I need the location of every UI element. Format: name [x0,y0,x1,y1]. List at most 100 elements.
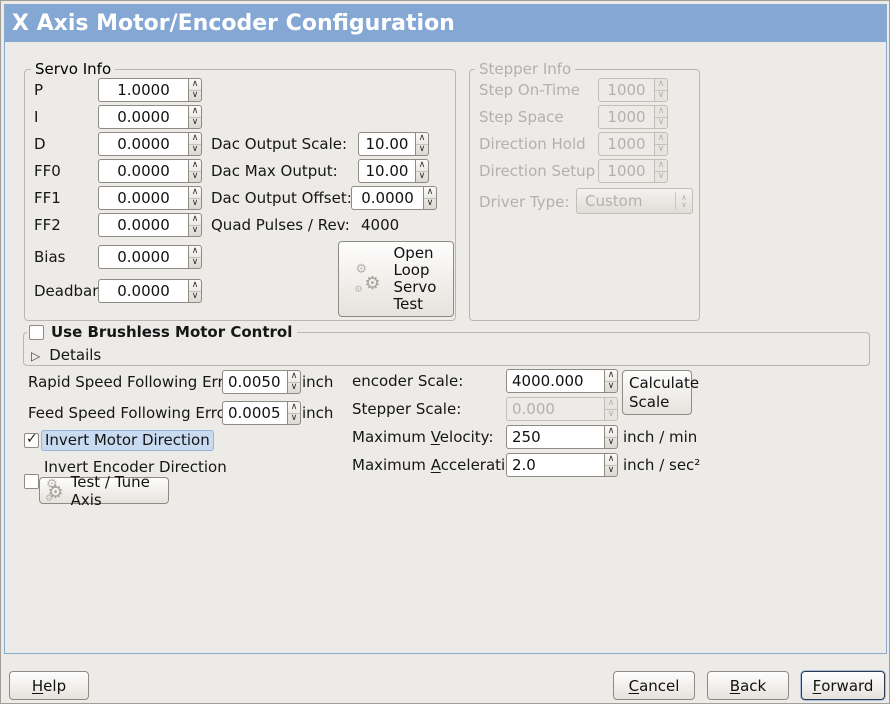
step-space-input [598,105,654,129]
dac-output-offset-input[interactable] [351,186,423,210]
i-spin-buttons[interactable] [188,105,202,129]
i-input[interactable] [98,105,188,129]
p-spin-buttons[interactable] [188,78,202,102]
spin-up-icon[interactable] [189,280,201,292]
ff2-input[interactable] [98,213,188,237]
dac-max-spin-buttons[interactable] [415,159,429,183]
details-expander[interactable]: Details [31,345,101,364]
open-loop-servo-test-button[interactable]: Open Loop Servo Test [338,241,454,317]
ff1-label: FF1 [34,189,61,207]
step-space-spin-buttons [654,105,668,129]
max-acceleration-spin-buttons[interactable] [604,453,618,477]
spin-down-icon[interactable] [605,438,617,449]
quad-pulses-label: Quad Pulses / Rev: [211,216,350,234]
spin-down-icon [655,145,667,156]
invert-encoder-label[interactable]: Invert Encoder Direction [44,458,227,476]
calculate-scale-button[interactable]: Calculate Scale [622,370,699,415]
direction-setup-spin-buttons [654,159,668,183]
spin-up-icon[interactable] [189,106,201,118]
spin-up-icon[interactable] [416,160,428,172]
encoder-scale-input[interactable] [506,369,604,393]
rapid-error-input[interactable] [222,370,287,394]
direction-setup-spinbox [598,159,668,183]
max-acceleration-label: Maximum Acceleration: [352,456,529,474]
spin-up-icon[interactable] [605,426,617,438]
deadband-input[interactable] [98,279,188,303]
feed-error-input[interactable] [222,401,287,425]
ff1-input[interactable] [98,186,188,210]
ff1-spin-buttons[interactable] [188,186,202,210]
dac-max-output-input[interactable] [358,159,415,183]
spin-down-icon[interactable] [288,414,300,425]
spin-up-icon[interactable] [605,370,617,382]
brushless-legend: Use Brushless Motor Control [27,323,298,341]
spin-down-icon[interactable] [189,172,201,183]
spin-down-icon[interactable] [189,226,201,237]
spin-down-icon[interactable] [424,199,436,210]
dac-output-scale-input[interactable] [358,132,415,156]
spin-down-icon[interactable] [189,258,201,269]
spin-up-icon[interactable] [605,454,617,466]
feed-error-unit: inch [302,404,334,422]
p-label: P [34,81,44,99]
ff2-spin-buttons[interactable] [188,213,202,237]
stepper-scale-label: Stepper Scale: [352,400,462,418]
spin-down-icon[interactable] [416,172,428,183]
dac-offset-spin-buttons[interactable] [423,186,437,210]
spin-up-icon[interactable] [288,371,300,383]
max-acceleration-input[interactable] [506,453,604,477]
spin-up-icon[interactable] [189,133,201,145]
spin-up-icon[interactable] [189,246,201,258]
ff0-label: FF0 [34,162,61,180]
spin-up-icon[interactable] [288,402,300,414]
bias-input[interactable] [98,245,188,269]
spin-up-icon[interactable] [189,214,201,226]
encoder-scale-spin-buttons[interactable] [604,369,618,393]
d-spin-buttons[interactable] [188,132,202,156]
spin-down-icon[interactable] [605,382,617,393]
spin-down-icon[interactable] [288,383,300,394]
bias-spin-buttons[interactable] [188,245,202,269]
spin-up-icon[interactable] [189,79,201,91]
spin-up-icon[interactable] [189,160,201,172]
rapid-error-spin-buttons[interactable] [287,370,301,394]
window-title: X Axis Motor/Encoder Configuration [12,11,455,36]
spin-down-icon[interactable] [416,145,428,156]
spin-up-icon[interactable] [416,133,428,145]
deadband-spin-buttons[interactable] [188,279,202,303]
open-loop-line: Open [393,244,434,262]
direction-hold-input [598,132,654,156]
step-on-time-spin-buttons [654,78,668,102]
spin-down-icon[interactable] [189,199,201,210]
test-tune-axis-button[interactable]: Test / Tune Axis [39,473,169,509]
dac-scale-spin-buttons[interactable] [415,132,429,156]
stepper-scale-input [506,397,604,421]
invert-motor-label[interactable]: Invert Motor Direction [41,430,214,451]
max-velocity-spin-buttons[interactable] [604,425,618,449]
feed-error-spin-buttons[interactable] [287,401,301,425]
max-velocity-input[interactable] [506,425,604,449]
direction-hold-spinbox [598,132,668,156]
ff0-spin-buttons[interactable] [188,159,202,183]
spin-down-icon[interactable] [189,145,201,156]
spin-down-icon[interactable] [605,466,617,477]
spin-down-icon[interactable] [189,292,201,303]
spin-up-icon[interactable] [189,187,201,199]
invert-encoder-checkbox[interactable] [24,474,39,489]
invert-motor-checkbox[interactable] [24,431,39,448]
p-input[interactable] [98,78,188,102]
spin-up-icon [655,79,667,91]
spin-down-icon[interactable] [189,91,201,102]
gears-icon [46,477,65,503]
spin-down-icon[interactable] [189,118,201,129]
ff0-input[interactable] [98,159,188,183]
use-brushless-checkbox[interactable] [29,324,44,340]
d-input[interactable] [98,132,188,156]
use-brushless-label: Use Brushless Motor Control [51,323,293,341]
spin-up-icon[interactable] [424,187,436,199]
